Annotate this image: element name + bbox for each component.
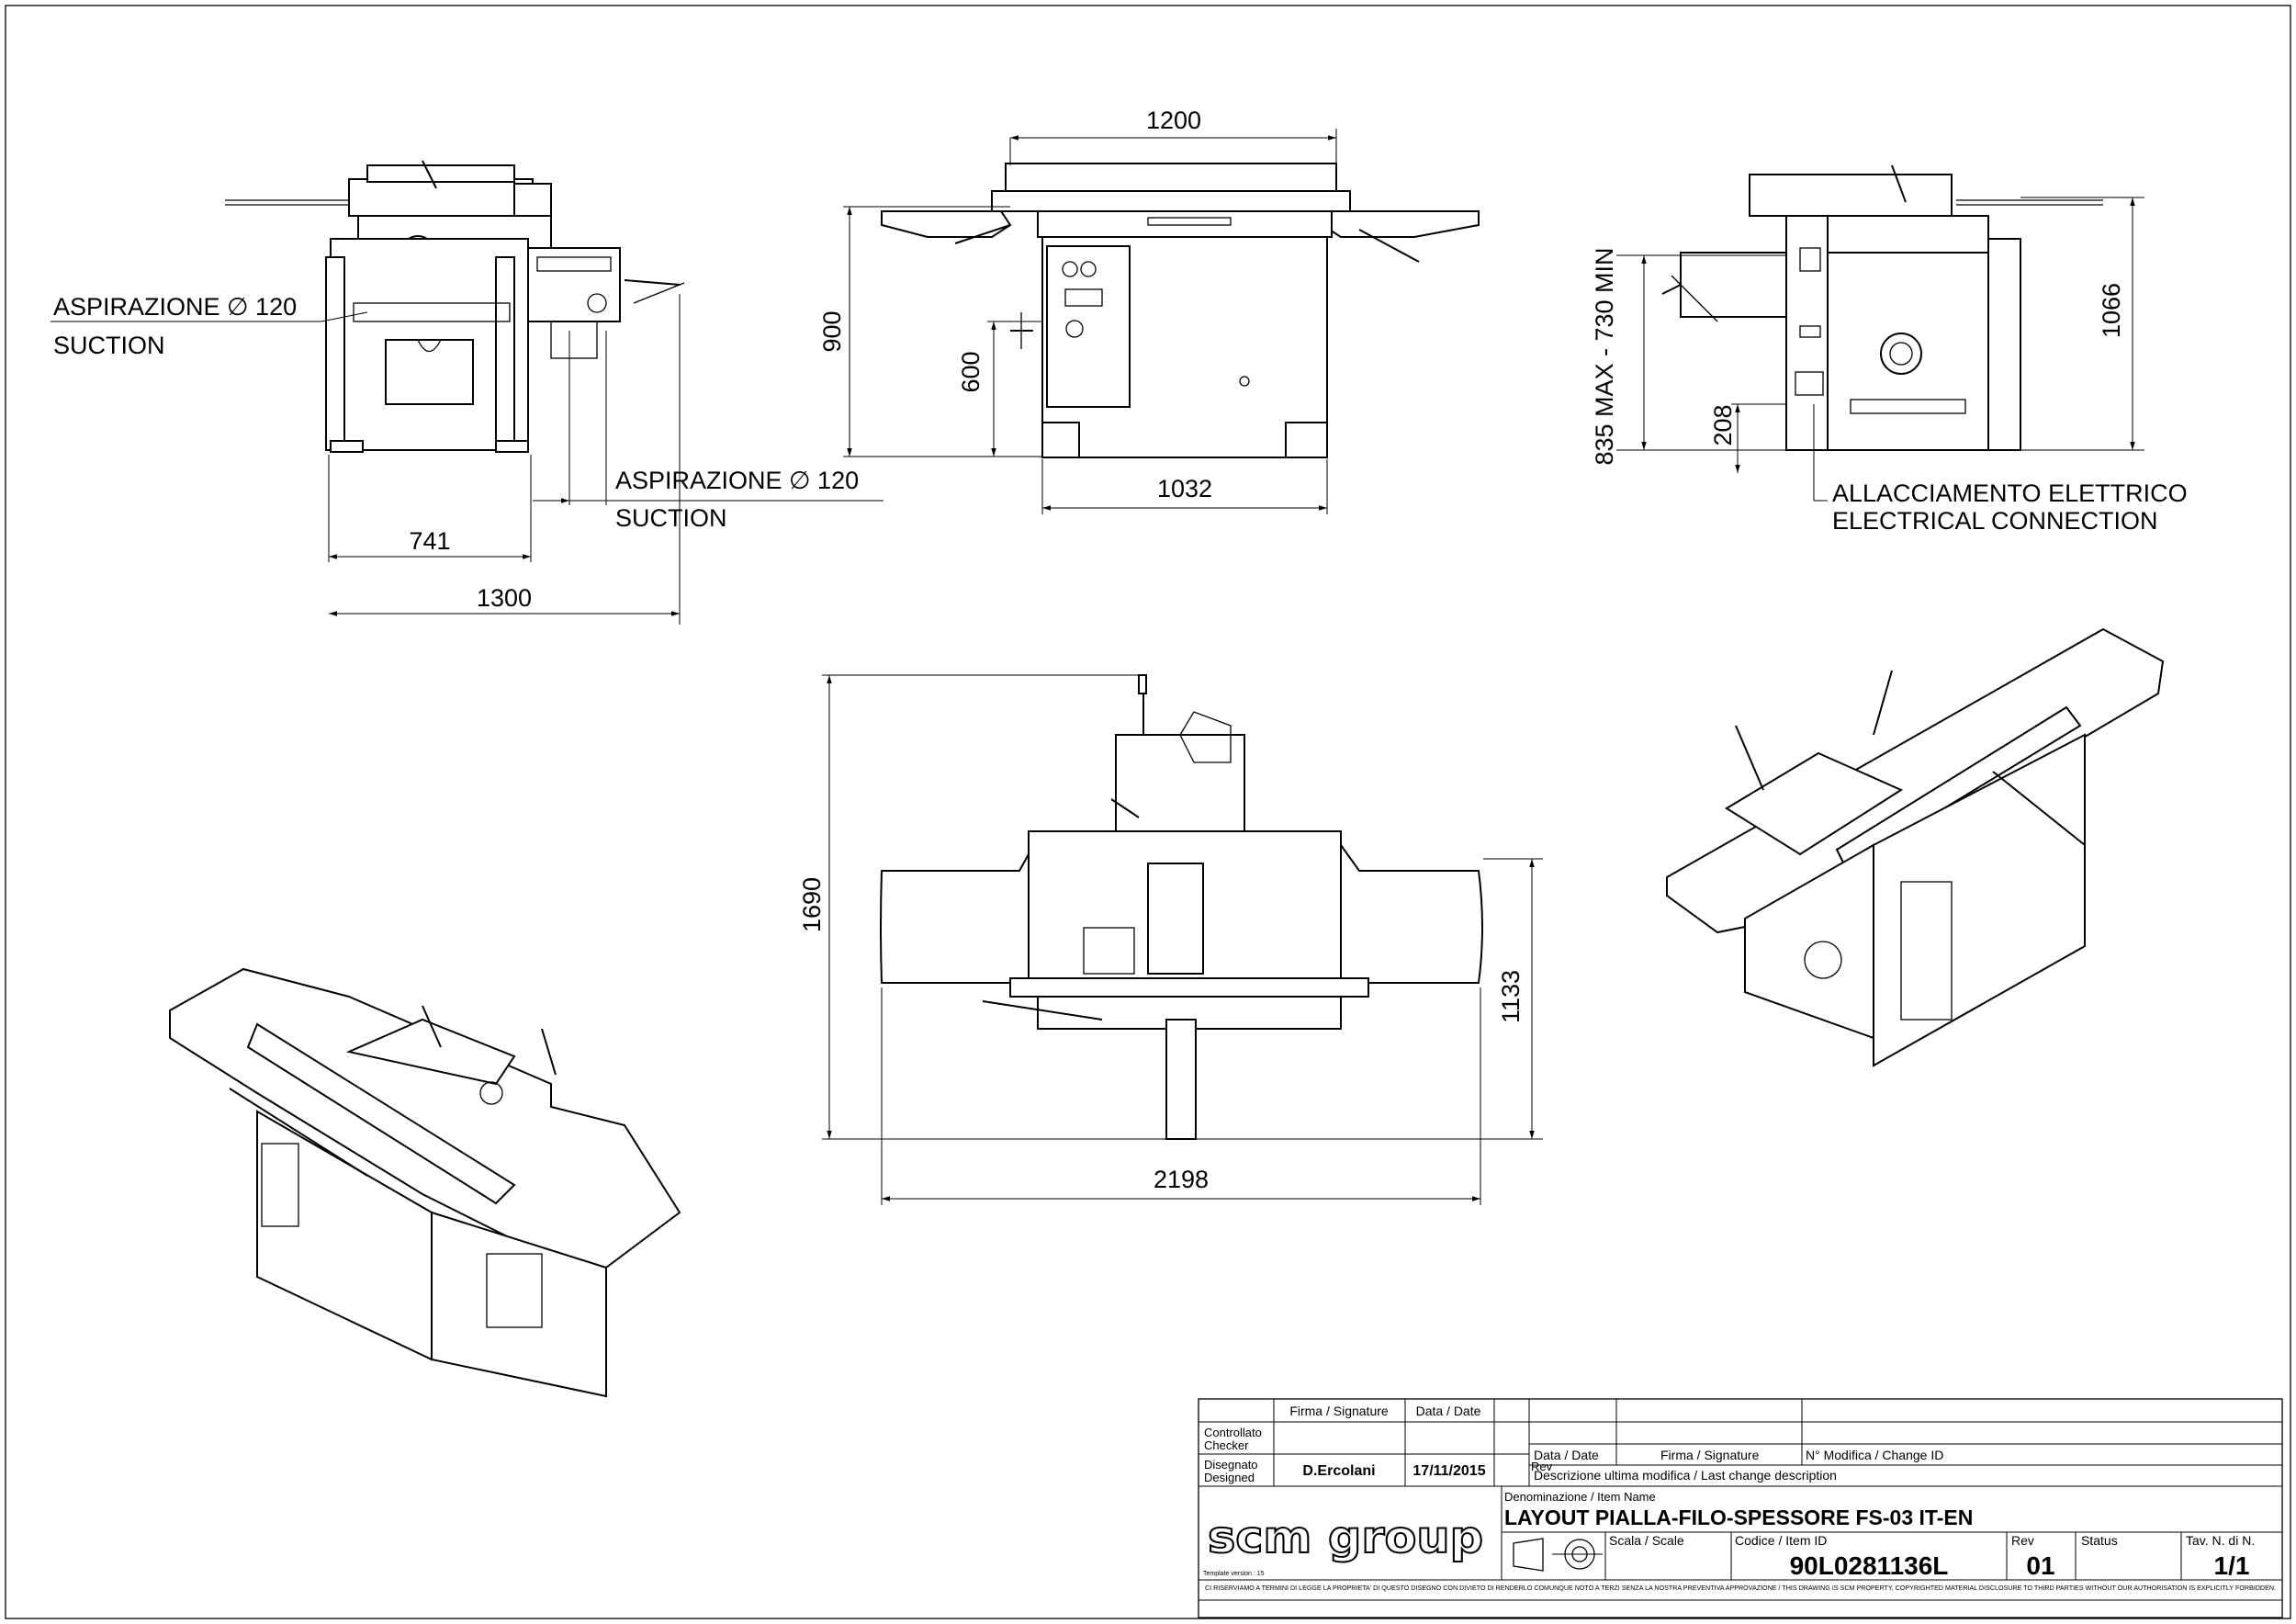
- suction-label-bottom-it: ASPIRAZIONE ∅ 120: [615, 467, 859, 494]
- tb-rev-signature-label: Firma / Signature: [1660, 1448, 1760, 1462]
- scm-group-logo: scm group: [1208, 1512, 1483, 1563]
- electrical-label-en: ELECTRICAL CONNECTION: [1832, 507, 2158, 535]
- dim-208: 208: [1709, 404, 1737, 445]
- tb-rev-label: Rev: [1531, 1460, 1553, 1473]
- tb-change-id-label: N° Modifica / Change ID: [1806, 1448, 1943, 1462]
- rear-view-dimensions: 835 MAX - 730 MIN 208 1066 ALLACCIAMENTO…: [1591, 197, 2188, 535]
- tb-col-date: Data / Date: [1416, 1404, 1481, 1418]
- tb-item-name-label: Denominazione / Item Name: [1504, 1490, 1656, 1504]
- tb-sheet-label: Tav. N. di N.: [2186, 1533, 2255, 1548]
- dim-1066: 1066: [2098, 283, 2125, 338]
- tb-disclaimer: CI RISERVIAMO A TERMINI DI LEGGE LA PROP…: [1205, 1584, 2276, 1592]
- top-view: [880, 674, 1483, 1140]
- isometric-view-left: [169, 967, 681, 1398]
- top-view-dimensions: 1690 1133 2198: [798, 674, 1543, 1205]
- dim-600: 600: [957, 351, 985, 392]
- title-block: Firma / Signature Data / Date Controllat…: [1198, 1398, 2283, 1618]
- tb-rev-number: 01: [2026, 1551, 2054, 1580]
- dim-1690: 1690: [798, 877, 826, 932]
- suction-label-bottom-en: SUCTION: [615, 504, 727, 532]
- tb-status-label: Status: [2081, 1533, 2118, 1548]
- tb-designed-2: Designed: [1204, 1471, 1255, 1484]
- dim-1032: 1032: [1157, 475, 1212, 502]
- front-view: [225, 160, 685, 453]
- dim-835-730: 835 MAX - 730 MIN: [1591, 247, 1618, 465]
- tb-designed-1: Disegnato: [1204, 1458, 1258, 1472]
- front-view-dimensions: 741 1300 ASPIRAZIONE ∅ 120 SUCTION ASPIR…: [51, 293, 884, 625]
- rear-view: [1661, 164, 2103, 451]
- dim-900: 900: [818, 310, 846, 352]
- tb-rev-date-label: Data / Date: [1534, 1448, 1599, 1462]
- tb-rev-number-label: Rev: [2011, 1533, 2034, 1548]
- sheet-border: [5, 5, 2291, 1619]
- isometric-view-right: [1666, 627, 2165, 1067]
- electrical-label-it: ALLACCIAMENTO ELETTRICO: [1832, 479, 2188, 507]
- tb-template-version: Template version : 15: [1203, 1571, 1265, 1577]
- tb-item-name: LAYOUT PIALLA-FILO-SPESSORE FS-03 IT-EN: [1504, 1506, 1973, 1529]
- tb-item-id-label: Codice / Item ID: [1735, 1533, 1827, 1548]
- tb-checker-2: Checker: [1204, 1438, 1249, 1452]
- side-view-dimensions: 1200 900 600 1032: [818, 107, 1337, 514]
- tb-designer-name: D.Ercolani: [1302, 1463, 1375, 1479]
- tb-scale-label: Scala / Scale: [1609, 1533, 1684, 1548]
- tb-last-change-label: Descrizione ultima modifica / Last chang…: [1534, 1468, 1837, 1483]
- dim-1133: 1133: [1497, 970, 1525, 1023]
- tb-col-signature: Firma / Signature: [1289, 1404, 1389, 1418]
- suction-label-left-en: SUCTION: [53, 332, 165, 359]
- dim-1200: 1200: [1146, 107, 1201, 134]
- tb-checker-1: Controllato: [1204, 1426, 1262, 1439]
- dim-2198: 2198: [1154, 1166, 1209, 1193]
- suction-label-left-it: ASPIRAZIONE ∅ 120: [53, 293, 297, 321]
- tb-item-id: 90L0281136L: [1790, 1551, 1949, 1580]
- tb-sheet-value: 1/1: [2214, 1551, 2250, 1580]
- dim-1300: 1300: [477, 584, 532, 612]
- tb-design-date: 17/11/2015: [1412, 1463, 1485, 1479]
- side-view: [881, 163, 1480, 458]
- dim-741: 741: [409, 527, 450, 555]
